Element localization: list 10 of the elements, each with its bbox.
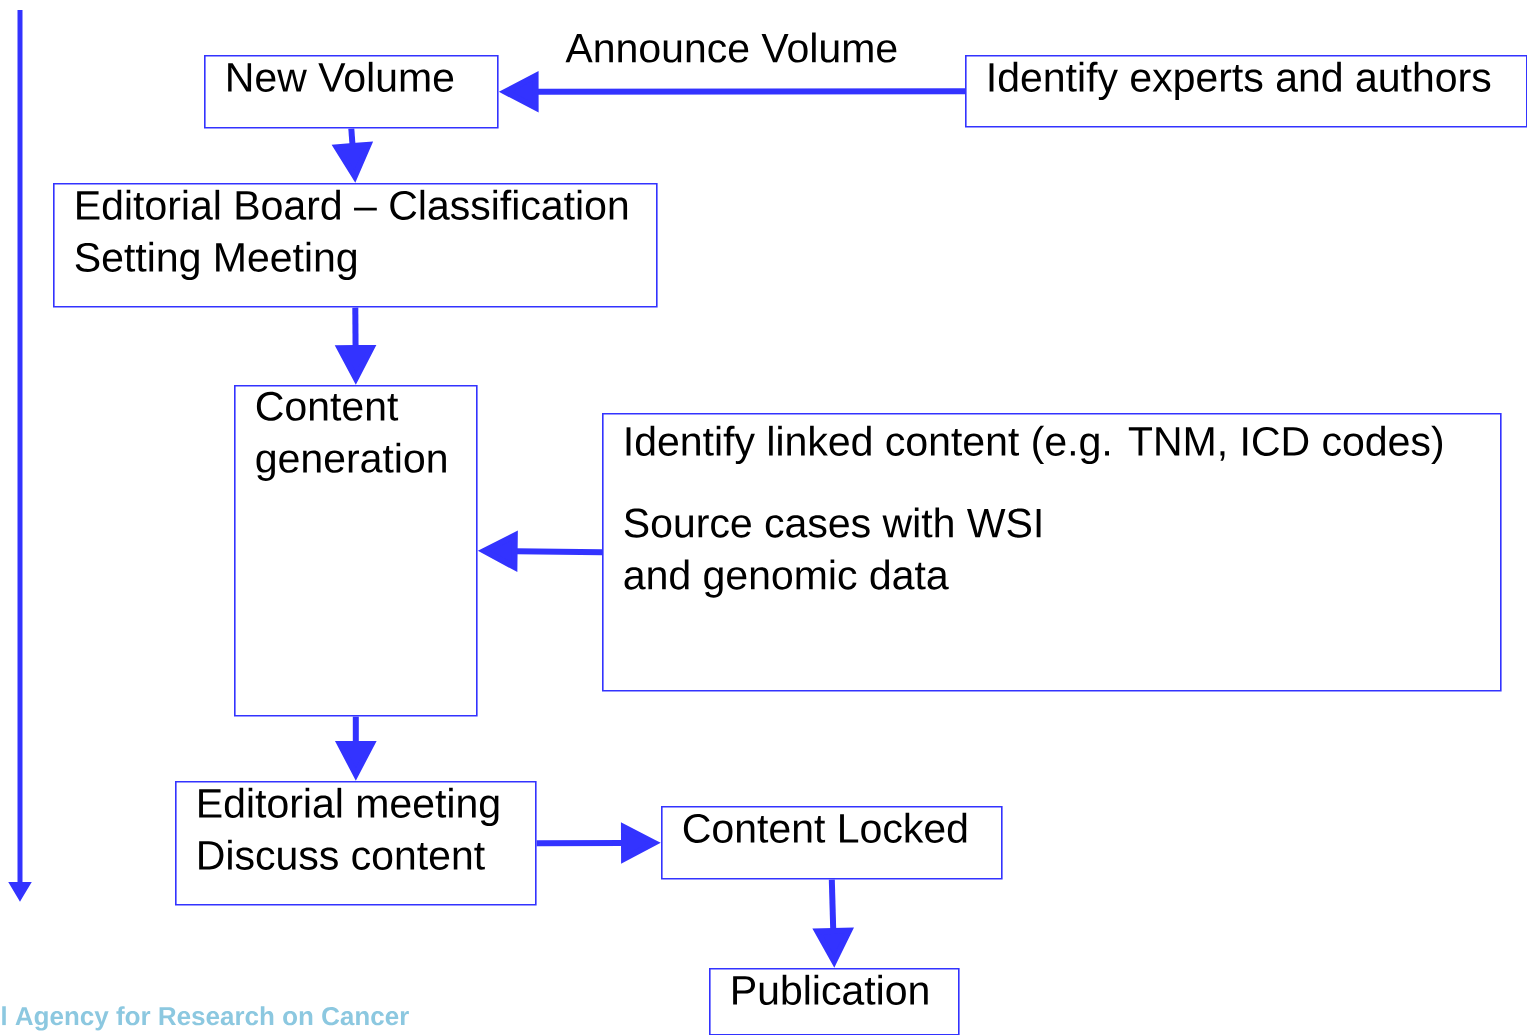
process-box: Content Locked xyxy=(661,806,1003,880)
process-box: New Volume xyxy=(204,55,499,129)
footer-text: l Agency for Research on Cancer xyxy=(2,1006,409,1031)
process-box: Editorial meeting Discuss content xyxy=(175,781,537,906)
process-box: Identify experts and authors xyxy=(965,55,1527,128)
process-box: Content generation xyxy=(234,385,478,717)
process-box: Publication xyxy=(709,968,960,1035)
process-box: Identify linked content (e.g. TNM, ICD codes) Source cases with WSI and genomic data xyxy=(602,413,1502,692)
process-box: Editorial Board – Classification Setting Meeting xyxy=(53,183,658,308)
edge-label: Announce Volume xyxy=(563,30,901,65)
